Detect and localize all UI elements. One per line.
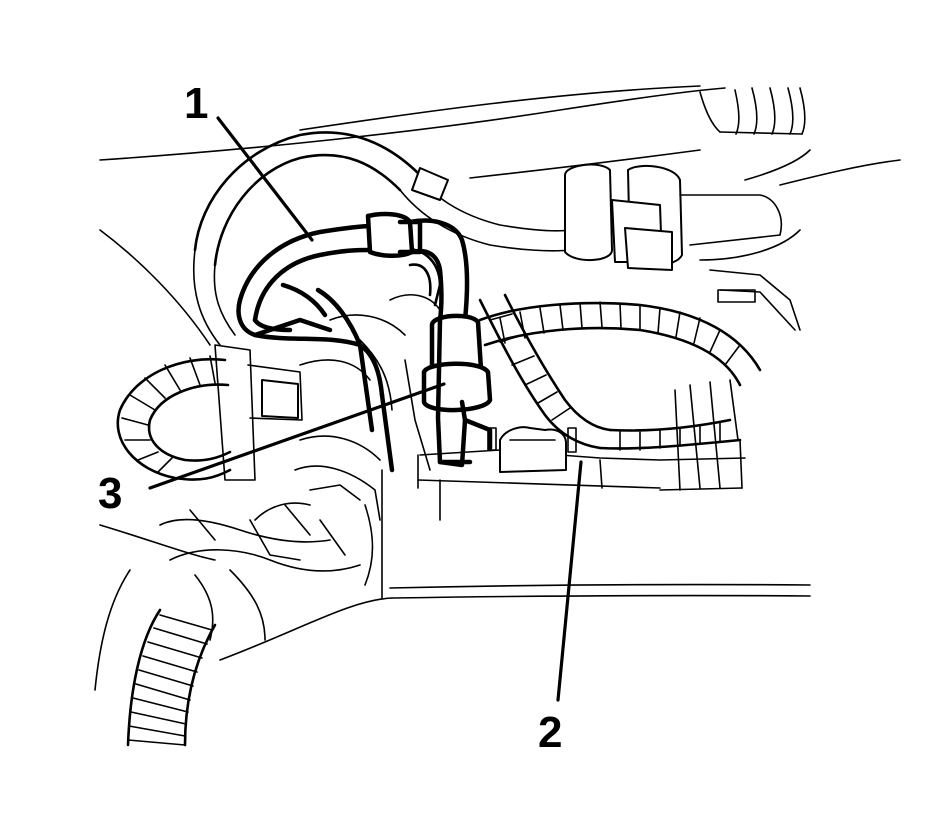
callout-3-label: 3 — [98, 469, 122, 518]
wire-harness-left — [116, 355, 232, 481]
valve-assembly-right — [564, 149, 811, 331]
callout-1-label: 1 — [184, 79, 208, 128]
corrugated-hose-top-right — [699, 87, 806, 135]
callout-2-leader — [556, 460, 583, 702]
corrugated-hose-lower-left — [126, 608, 217, 747]
vacuum-hose-item-1 — [236, 211, 470, 473]
check-valve-item-3 — [421, 313, 493, 468]
wire-harness-right — [478, 293, 762, 491]
mounting-bracket — [417, 426, 746, 521]
coolant-hose-upper — [192, 131, 571, 346]
background-body-lines — [94, 85, 901, 691]
callout-2-label: 2 — [538, 708, 562, 757]
lower-engine-clutter — [159, 247, 442, 641]
callout-3-leader — [148, 382, 446, 490]
callout-1-leader — [216, 116, 314, 242]
